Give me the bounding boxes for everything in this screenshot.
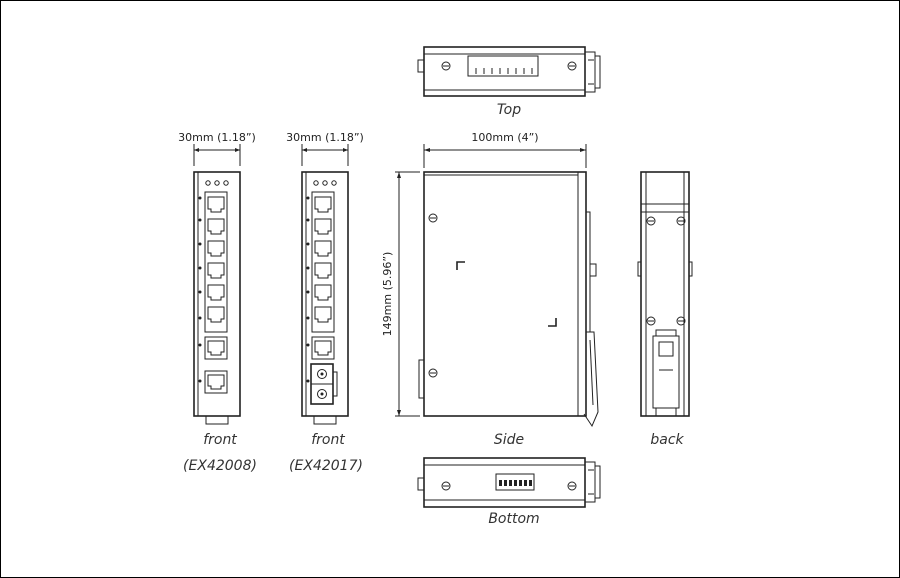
front-view-ex42017: 30mm (1.18”) front [286, 131, 364, 474]
label-model-a: (EX42008) [183, 458, 257, 474]
side-view: 100mm (4”) 149mm (5.96”) Side [381, 131, 599, 448]
ports-a [207, 196, 225, 323]
dim-front-a-width: 30mm (1.18”) [178, 131, 256, 144]
dim-side-height: 149mm (5.96”) [381, 252, 394, 337]
label-side: Side [494, 432, 524, 448]
label-back: back [650, 432, 684, 448]
dim-front-b-width: 30mm (1.18”) [286, 131, 364, 144]
label-model-b: (EX42017) [289, 458, 363, 474]
terminal-pins [475, 68, 533, 74]
label-bottom: Bottom [488, 511, 539, 527]
top-view: Top [417, 46, 601, 118]
ports-b [314, 196, 332, 323]
bottom-view: Bottom [417, 457, 601, 527]
dip-switches [499, 480, 532, 486]
front-view-ex42008: 30mm (1.18”) front [178, 131, 257, 474]
dim-side-width: 100mm (4”) [471, 131, 538, 144]
label-top: Top [497, 102, 521, 118]
label-front-b: front [311, 432, 345, 448]
label-front-a: front [203, 432, 237, 448]
back-view: back [637, 171, 693, 448]
